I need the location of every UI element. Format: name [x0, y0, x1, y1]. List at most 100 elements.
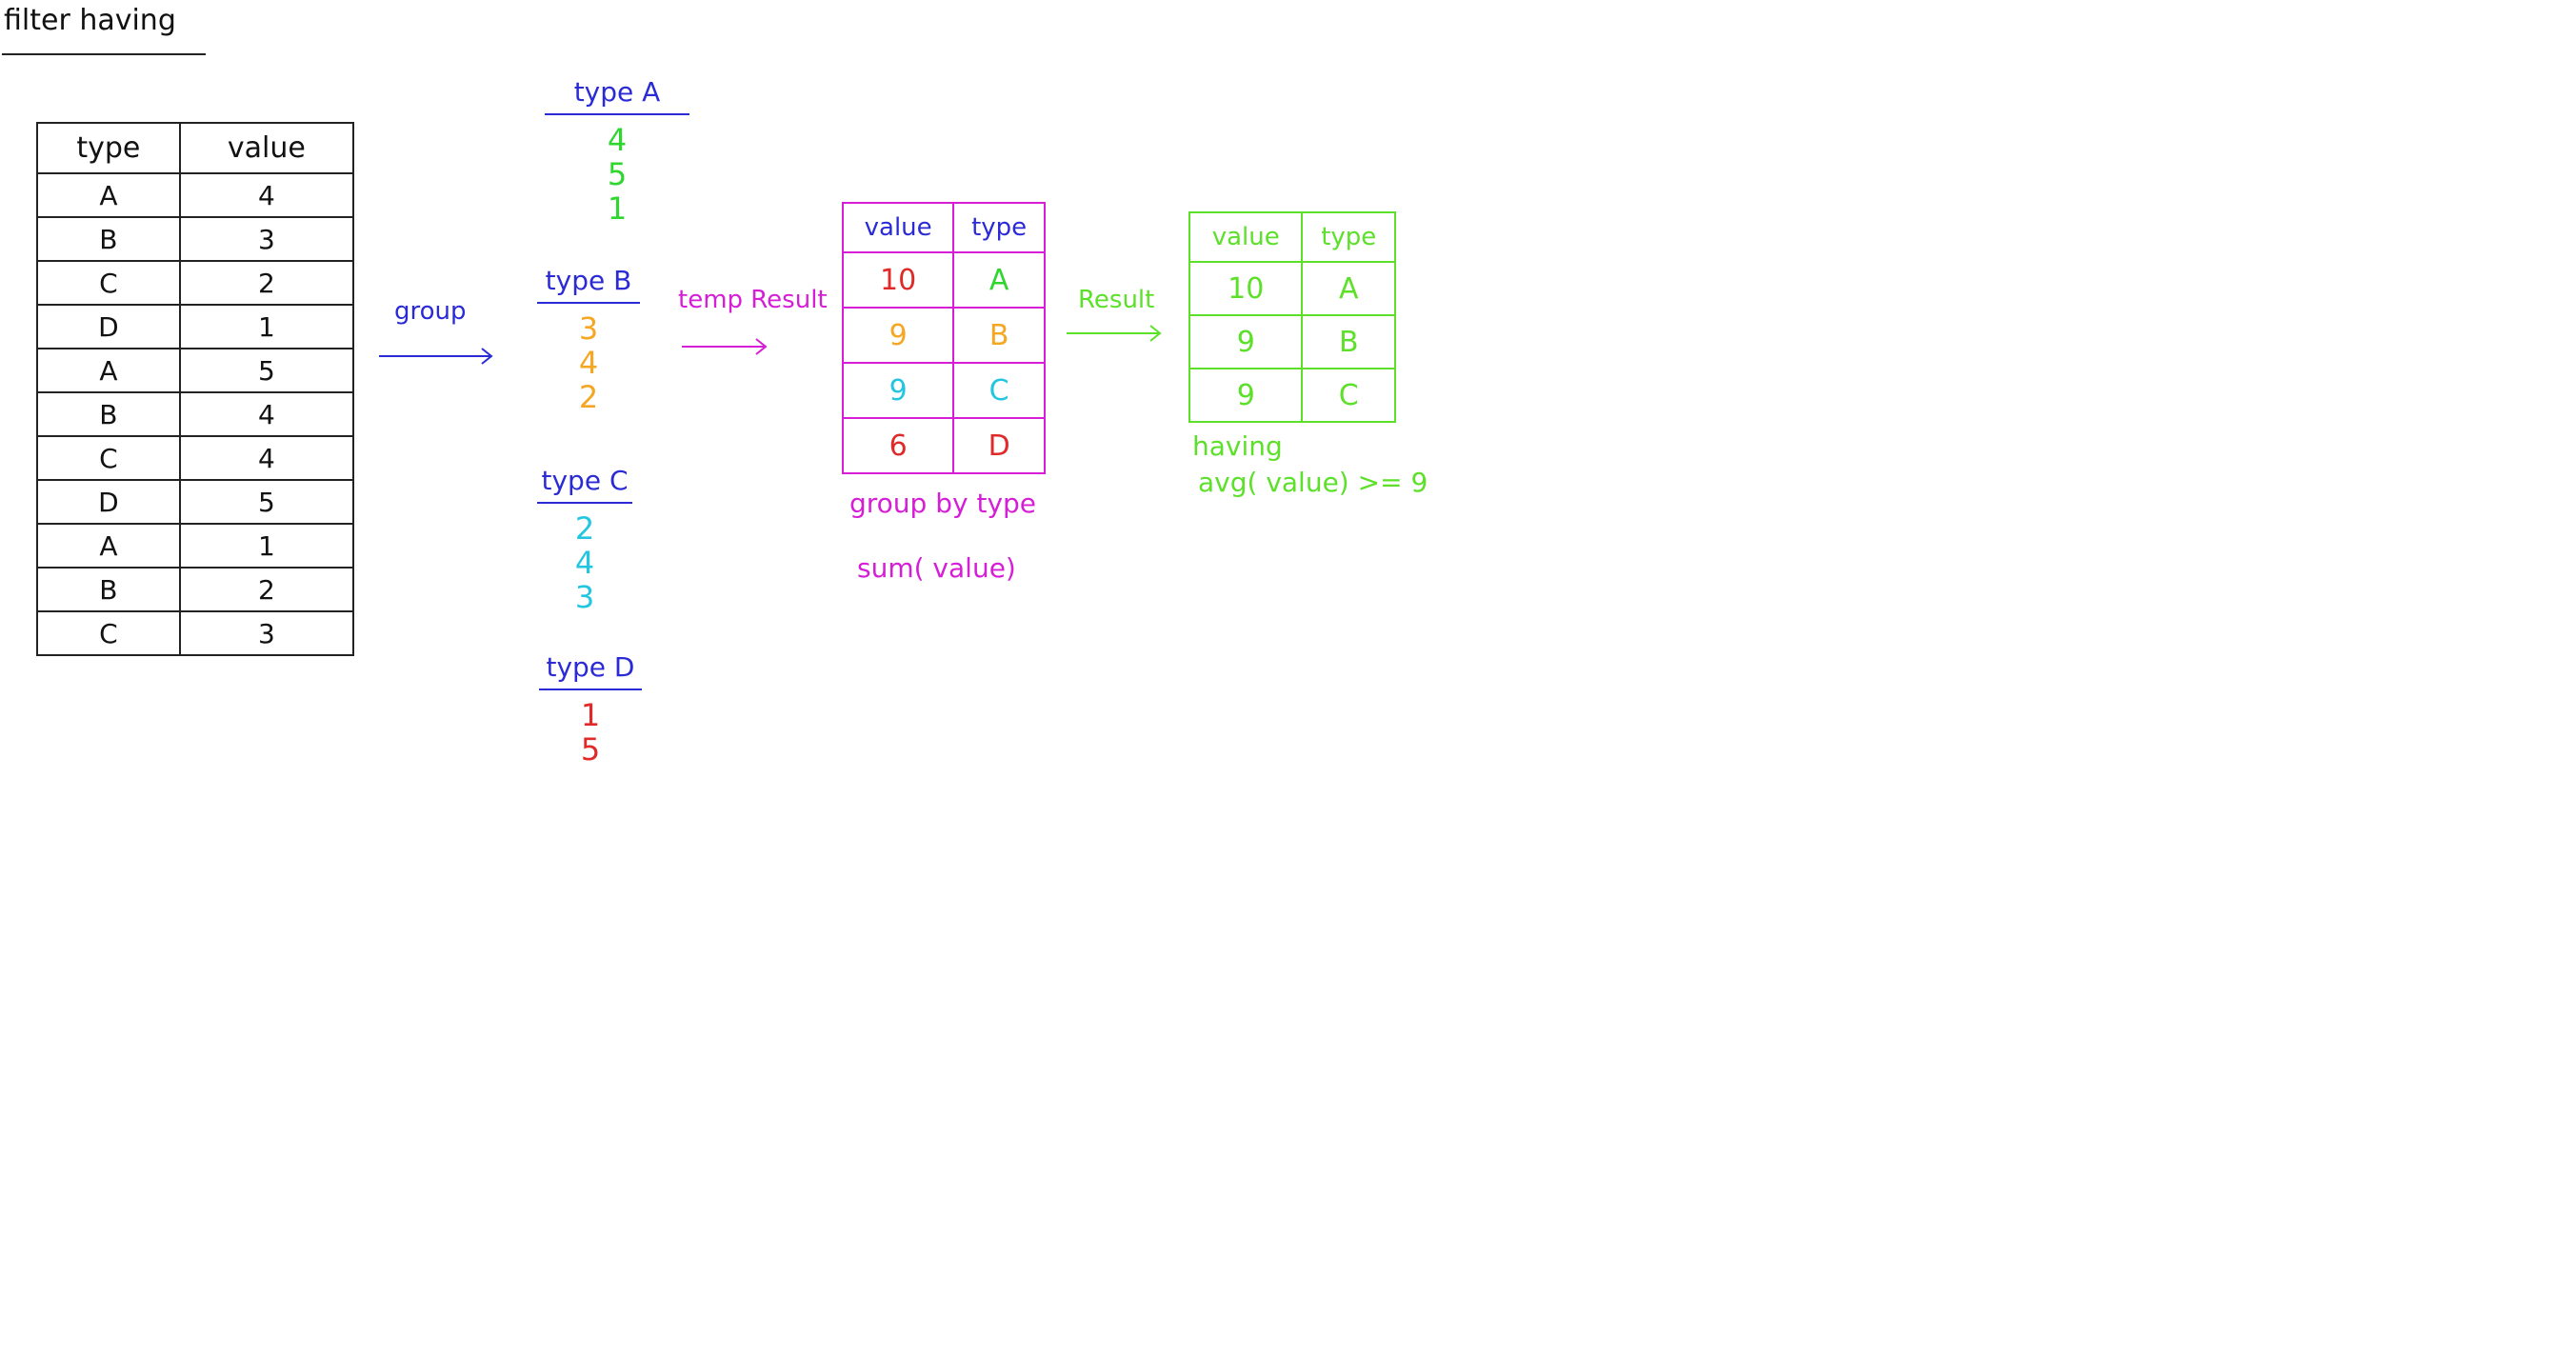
group-value: 5	[607, 156, 628, 192]
group-value: 5	[580, 731, 601, 768]
result-label: Result	[1078, 286, 1155, 314]
group-value: 4	[607, 122, 628, 158]
group-value: 2	[574, 510, 595, 547]
type-cell: A	[36, 348, 181, 393]
group-value: 3	[578, 310, 599, 347]
type-cell: C	[952, 362, 1046, 419]
type-cell: B	[36, 567, 181, 612]
type-cell: A	[952, 251, 1046, 309]
page-title: filter having	[4, 4, 176, 37]
value-cell: 6	[841, 417, 955, 474]
value-cell: 4	[178, 172, 355, 218]
value-cell: 4	[178, 391, 355, 437]
group-value: 1	[607, 190, 628, 227]
group-arrow	[379, 348, 493, 365]
temp-note-line-2: sum( value)	[857, 552, 1016, 584]
title-underline	[2, 53, 206, 55]
value-cell: 2	[178, 567, 355, 612]
value-cell: 4	[178, 435, 355, 481]
temp-result-arrow	[682, 338, 768, 355]
type-cell: D	[952, 417, 1046, 474]
type-cell: B	[36, 216, 181, 262]
group-value: 1	[580, 697, 601, 733]
group-rule	[545, 113, 689, 115]
value-cell: 9	[1188, 368, 1304, 423]
value-cell: 9	[841, 307, 955, 364]
value-cell: 5	[178, 479, 355, 525]
value-cell: 9	[841, 362, 955, 419]
type-cell: D	[36, 479, 181, 525]
type-cell: A	[1301, 261, 1396, 316]
type-cell: B	[1301, 314, 1396, 369]
value-cell: 10	[1188, 261, 1304, 316]
result-note-line-1: having	[1192, 430, 1283, 462]
group-title: type B	[545, 265, 632, 296]
group-title: type D	[546, 651, 635, 683]
group-rule	[537, 502, 632, 504]
result-arrow	[1067, 325, 1162, 342]
group-title: type A	[573, 76, 661, 108]
group-value: 4	[574, 545, 595, 581]
value-cell: 1	[178, 304, 355, 349]
group-title: type C	[541, 465, 629, 496]
temp-header-cell: value	[841, 202, 955, 253]
value-cell: 3	[178, 610, 355, 656]
type-cell: B	[36, 391, 181, 437]
source-header-cell: type	[36, 122, 181, 174]
source-header-cell: value	[178, 122, 355, 174]
type-cell: C	[1301, 368, 1396, 423]
value-cell: 2	[178, 260, 355, 306]
temp-note-line-1: group by type	[849, 488, 1037, 519]
result-header-cell: value	[1188, 211, 1304, 263]
type-cell: B	[952, 307, 1046, 364]
group-value: 3	[574, 579, 595, 615]
temp-result-label: temp Result	[678, 286, 828, 314]
value-cell: 1	[178, 523, 355, 569]
type-cell: A	[36, 523, 181, 569]
type-cell: D	[36, 304, 181, 349]
group-rule	[539, 688, 642, 690]
group-value: 4	[578, 345, 599, 381]
group-rule	[537, 302, 640, 304]
value-cell: 10	[841, 251, 955, 309]
value-cell: 5	[178, 348, 355, 393]
type-cell: A	[36, 172, 181, 218]
group-label: group	[394, 297, 467, 326]
result-header-cell: type	[1301, 211, 1396, 263]
type-cell: C	[36, 610, 181, 656]
type-cell: C	[36, 260, 181, 306]
type-cell: C	[36, 435, 181, 481]
result-note-line-2: avg( value) >= 9	[1198, 467, 1428, 498]
value-cell: 3	[178, 216, 355, 262]
value-cell: 9	[1188, 314, 1304, 369]
group-value: 2	[578, 379, 599, 415]
